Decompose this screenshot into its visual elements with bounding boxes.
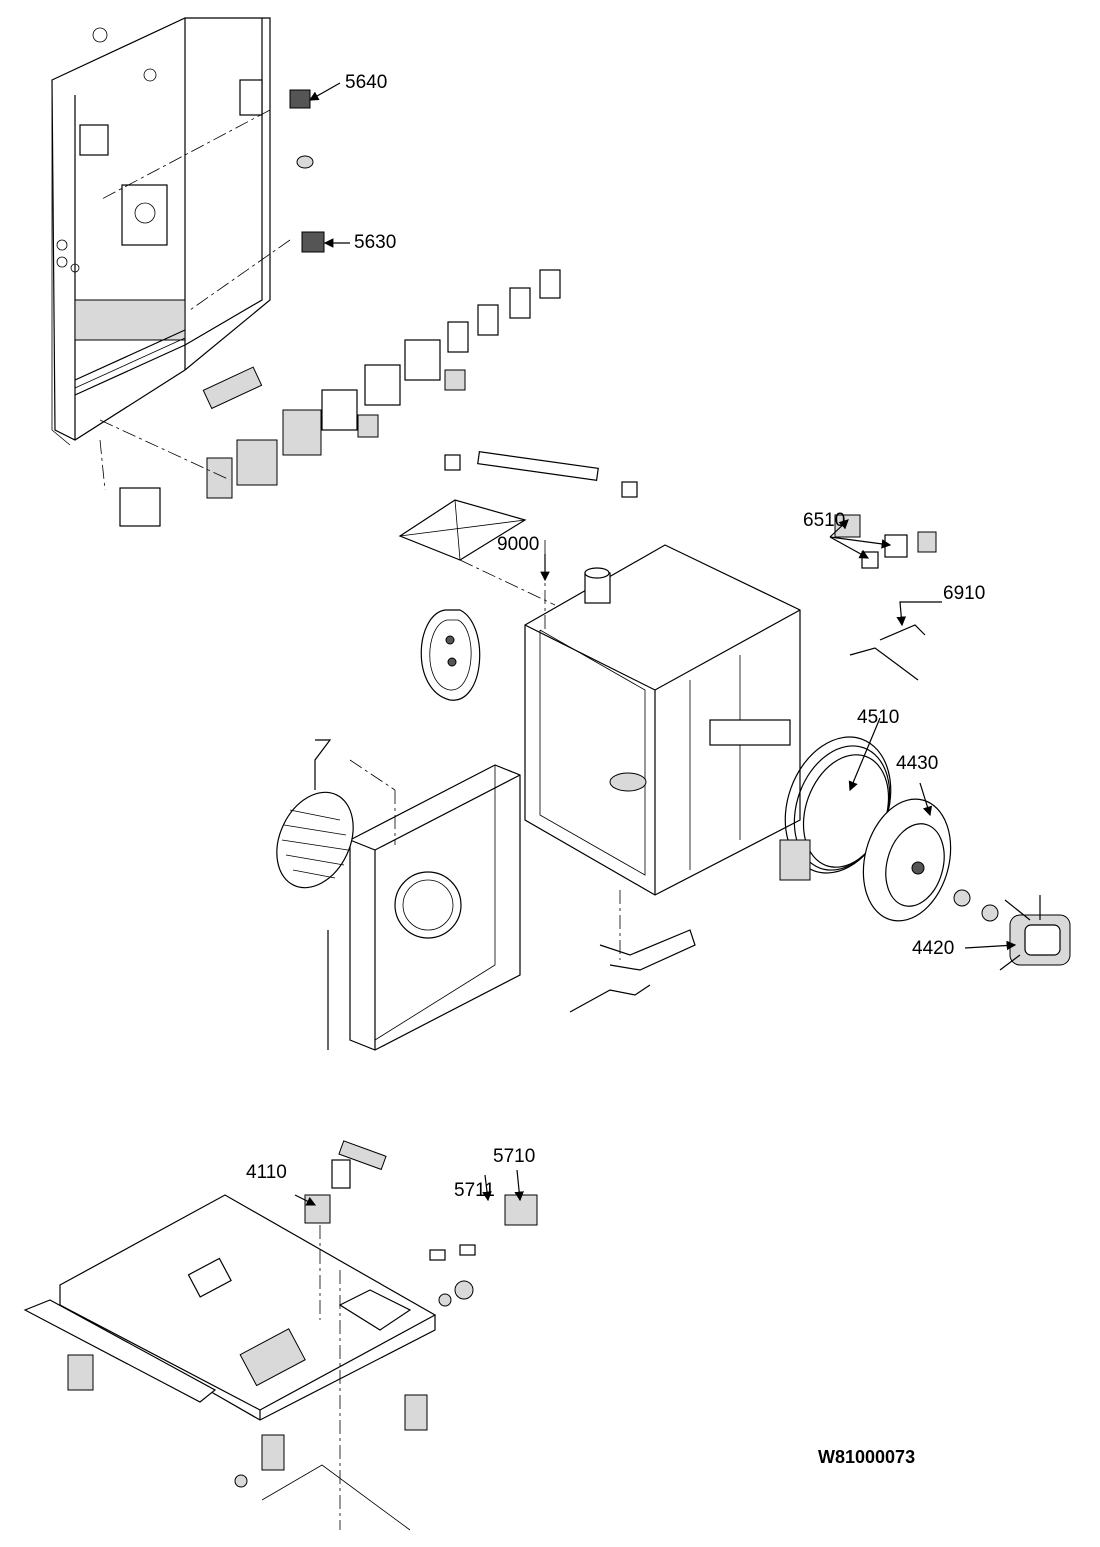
drawing-number: W81000073 <box>818 1447 916 1467</box>
control-panel-assembly <box>51 17 271 446</box>
callout-5711: 5711 <box>454 1180 495 1201</box>
fan-grille <box>276 739 354 1050</box>
top-hardware <box>398 451 638 606</box>
callout-5710: 5710 <box>493 1146 536 1167</box>
heating-element <box>779 736 892 881</box>
callout-4430: 4430 <box>896 753 939 774</box>
callout-5640: 5640 <box>345 72 388 93</box>
fan-motor <box>999 895 1071 971</box>
oven-cavity <box>524 540 801 960</box>
electrical-components <box>99 89 561 527</box>
callout-4420: 4420 <box>912 938 955 959</box>
callout-6910: 6910 <box>943 583 986 604</box>
gasket-ring <box>420 609 481 701</box>
leader-lines <box>294 82 1017 1206</box>
base-assembly <box>23 1194 437 1531</box>
drain-pipes <box>569 929 696 1013</box>
callout-5630: 5630 <box>354 232 397 253</box>
callout-9000: 9000 <box>497 534 540 555</box>
fan-wheel <box>862 798 999 922</box>
callout-4510: 4510 <box>857 707 900 728</box>
callout-4110: 4110 <box>246 1162 287 1183</box>
callout-6510: 6510 <box>803 510 846 531</box>
fan-cover-panel <box>349 759 521 1051</box>
